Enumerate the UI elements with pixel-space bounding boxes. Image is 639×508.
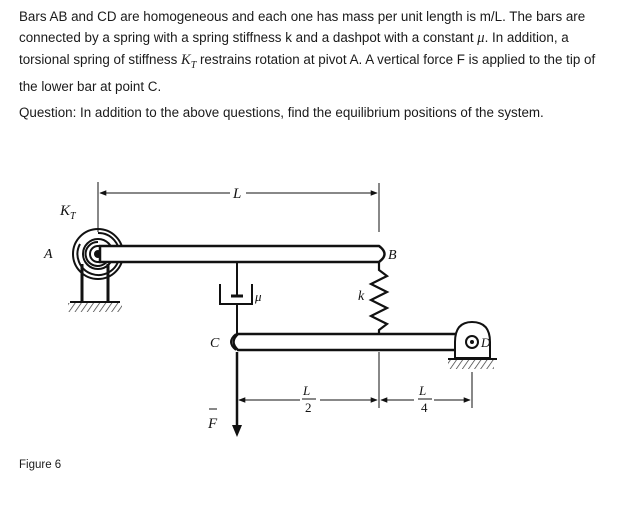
pivot-D-support <box>448 320 497 369</box>
label-C: C <box>210 336 220 351</box>
problem-line-3-start: torsional spring of stiffness <box>19 52 182 67</box>
spring-k <box>368 262 390 340</box>
label-A: A <box>43 247 53 262</box>
problem-line-3-end: restrains rotation at pivot A. A vertica… <box>196 52 596 67</box>
quarter-numerator: L <box>418 383 426 398</box>
label-L-over-4: L 4 <box>418 383 432 415</box>
dashpot-constant-symbol: μ <box>477 30 485 46</box>
problem-statement: Bars AB and CD are homogeneous and each … <box>19 6 623 97</box>
problem-line-3: torsional spring of stiffness KT restrai… <box>19 49 623 76</box>
label-mu: μ <box>254 289 262 304</box>
problem-line-2: connected by a spring with a spring stif… <box>19 27 623 49</box>
problem-line-2-end: . In addition, a <box>484 30 569 45</box>
bar-CD <box>230 332 480 352</box>
label-D: D <box>480 335 491 350</box>
label-KT: KT <box>59 203 77 222</box>
problem-line-2-start: connected by a spring with a spring stif… <box>19 30 478 45</box>
figure-caption: Figure 6 <box>19 459 62 471</box>
label-KT-main: K <box>59 203 71 219</box>
ground-hatch-A <box>68 303 122 312</box>
problem-line-1: Bars AB and CD are homogeneous and each … <box>19 9 586 24</box>
quarter-denominator: 4 <box>421 400 428 415</box>
problem-line-4: the lower bar at point C. <box>19 78 162 94</box>
half-denominator: 2 <box>305 400 312 415</box>
label-L-over-2: L 2 <box>302 383 316 415</box>
dimension-L <box>97 182 380 232</box>
pivot-A-support <box>68 264 122 312</box>
label-KT-sub: T <box>70 211 77 222</box>
label-k: k <box>358 289 365 304</box>
label-B: B <box>388 248 397 263</box>
half-numerator: L <box>302 383 310 398</box>
label-F: F <box>207 416 218 432</box>
bar-AB <box>98 244 386 264</box>
kt-main: K <box>181 52 191 68</box>
kt-sub: T <box>190 59 197 71</box>
force-F-arrow <box>232 352 242 437</box>
torsional-stiffness-symbol: KT <box>181 52 197 71</box>
dimension-bottom <box>238 352 473 408</box>
question-text: Question: In addition to the above quest… <box>19 105 544 120</box>
label-L: L <box>232 186 241 202</box>
dashpot <box>219 262 253 342</box>
ground-hatch-D <box>448 360 494 369</box>
